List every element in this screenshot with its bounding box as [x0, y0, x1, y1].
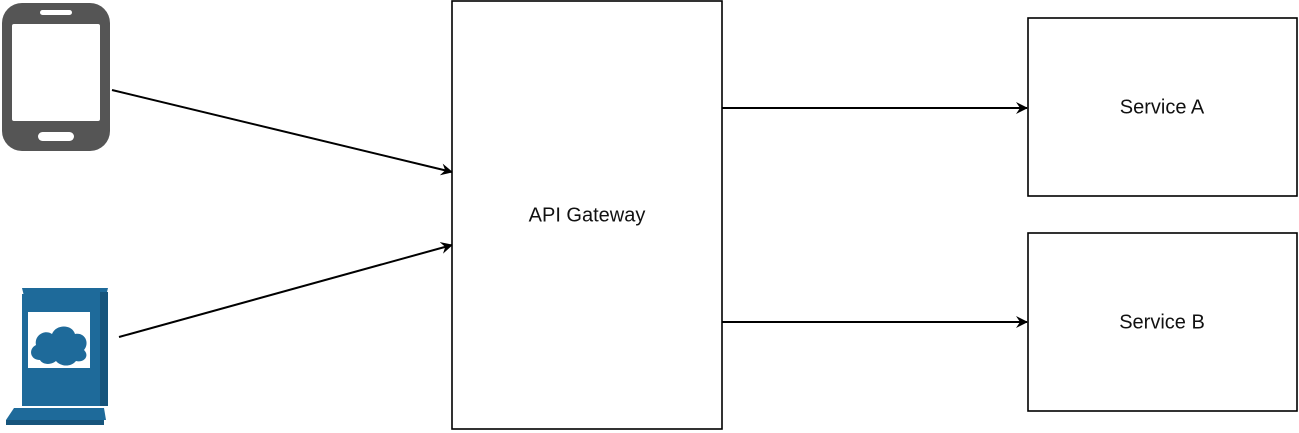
cloud-icon: [31, 326, 87, 366]
monitor-side: [100, 292, 108, 406]
service-a-box: [1027, 17, 1298, 197]
desktop-computer-icon: [6, 288, 108, 425]
service-b-node: Service B: [1027, 232, 1298, 412]
service-b-label: Service B: [1119, 311, 1205, 333]
phone-home-button: [38, 132, 74, 141]
keyboard-base: [6, 420, 104, 425]
service-a-node: Service A: [1027, 17, 1298, 197]
smartphone-icon: [2, 3, 110, 151]
phone-screen: [12, 24, 100, 121]
phone-speaker: [40, 10, 72, 15]
api-gateway-label: API Gateway: [529, 204, 646, 226]
edge-computer-to-gateway: [118, 242, 453, 338]
service-b-box: [1027, 232, 1298, 412]
api-gateway-box: [451, 0, 723, 430]
edge-smartphone-to-gateway: [111, 89, 453, 176]
api-gateway-node: API Gateway: [451, 0, 723, 430]
keyboard: [6, 408, 106, 420]
service-a-label: Service A: [1120, 96, 1205, 118]
